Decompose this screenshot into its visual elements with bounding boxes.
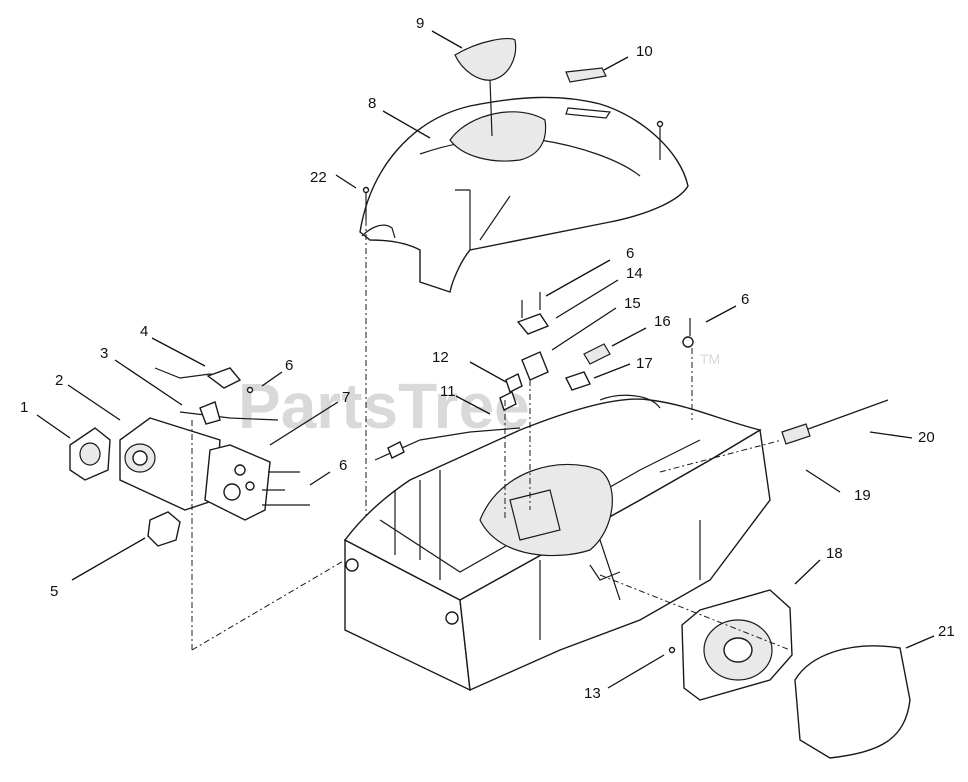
callout-12: 12 <box>432 349 449 366</box>
callout-2: 2 <box>55 372 63 389</box>
fan-shroud <box>681 589 793 701</box>
switch <box>147 511 181 547</box>
clip-17 <box>565 371 591 391</box>
rear-cover <box>794 645 911 759</box>
callout-21: 21 <box>938 623 955 640</box>
callout-4: 4 <box>140 323 148 340</box>
main-housing <box>343 394 771 692</box>
callout-15: 15 <box>624 295 641 312</box>
part-11 <box>499 391 517 411</box>
part-12 <box>505 373 523 393</box>
screw-top-right <box>656 120 664 160</box>
grommet-6 <box>682 336 694 348</box>
top-decal <box>454 37 517 81</box>
top-cover <box>359 96 689 293</box>
callout-6-right: 6 <box>741 291 749 308</box>
control-panel <box>119 417 271 521</box>
spring-16 <box>583 343 611 365</box>
callout-22: 22 <box>310 169 327 186</box>
callout-9: 9 <box>416 15 424 32</box>
callout-6-panel: 6 <box>339 457 347 474</box>
callout-1: 1 <box>20 399 28 416</box>
callout-13: 13 <box>584 685 601 702</box>
callout-7: 7 <box>342 389 350 406</box>
callout-16: 16 <box>654 313 671 330</box>
watermark-text: PartsTree <box>238 370 530 442</box>
callout-18: 18 <box>826 545 843 562</box>
callout-6-left: 6 <box>285 357 293 374</box>
callout-11: 11 <box>440 383 456 400</box>
callout-3: 3 <box>100 345 108 362</box>
spring-19 <box>781 423 811 445</box>
callout-14: 14 <box>626 265 643 282</box>
small-plate <box>565 67 607 83</box>
callout-10: 10 <box>636 43 653 60</box>
callout-5: 5 <box>50 583 58 600</box>
rod-20 <box>799 399 889 433</box>
screw-22 <box>362 186 370 220</box>
callout-19: 19 <box>854 487 871 504</box>
watermark-tm: TM <box>700 351 720 367</box>
callout-17: 17 <box>636 355 653 372</box>
callout-8: 8 <box>368 95 376 112</box>
callout-6-top: 6 <box>626 245 634 262</box>
bracket-14 <box>516 313 550 335</box>
bracket-15 <box>521 351 549 381</box>
callout-20: 20 <box>918 429 935 446</box>
